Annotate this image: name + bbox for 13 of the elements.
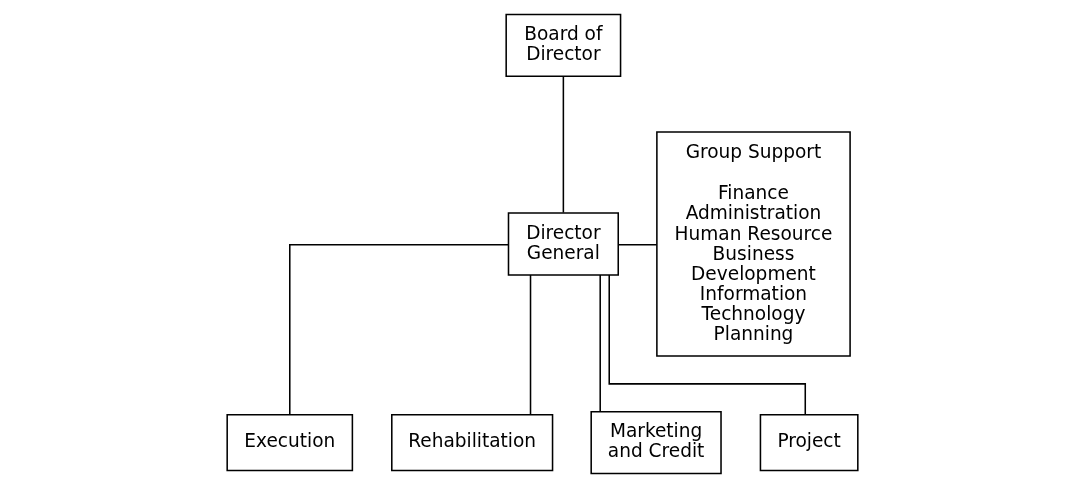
connector: [608, 274, 807, 416]
connector: [562, 75, 565, 214]
connector: [529, 274, 532, 416]
connector: [617, 244, 658, 246]
node-box: Director General: [507, 212, 619, 276]
node-box: Group Support Finance Administration Human Resource Business Development Information Technology Planning: [656, 131, 851, 357]
node-box: Marketing and Credit: [590, 410, 722, 475]
connector: [289, 244, 509, 416]
node-box: Board of Director: [505, 13, 622, 78]
connector: [599, 274, 601, 412]
node-box: Rehabilitation: [391, 414, 554, 472]
node-box: Execution: [226, 414, 354, 472]
node-box: Project: [759, 414, 859, 472]
